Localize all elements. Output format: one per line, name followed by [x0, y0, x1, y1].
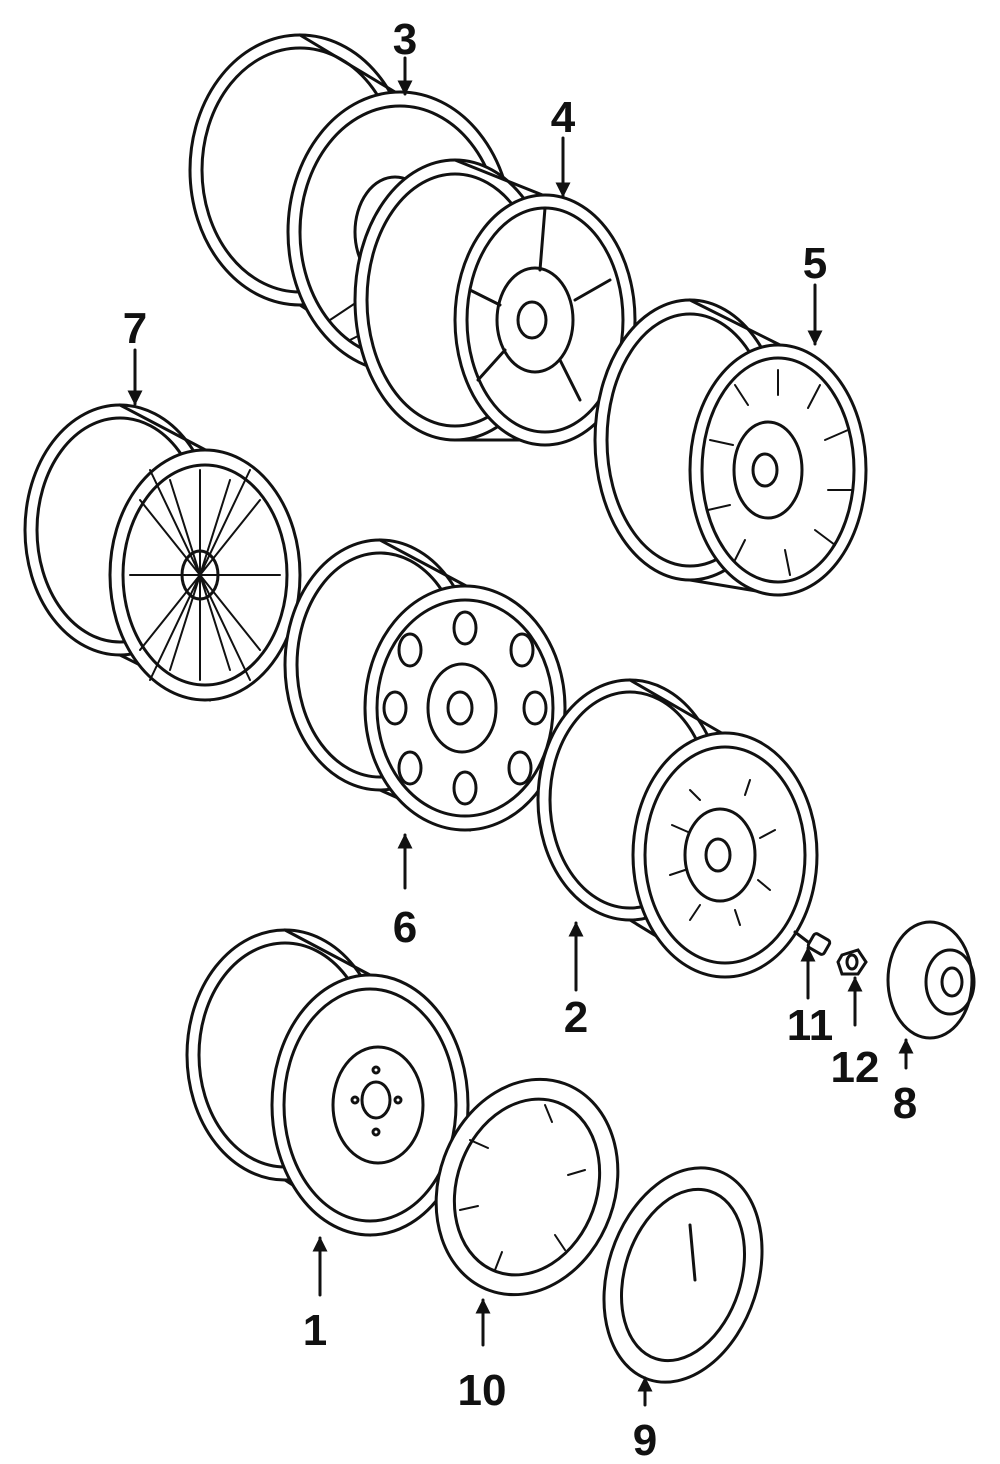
wheel-5 — [593, 298, 868, 597]
callout-6: 6 — [393, 903, 417, 952]
callout-12: 12 — [831, 1043, 880, 1092]
callout-3: 3 — [393, 15, 417, 64]
callout-4: 4 — [551, 93, 576, 142]
wheel-4 — [353, 158, 637, 447]
callout-10: 10 — [458, 1366, 507, 1415]
callout-9: 9 — [633, 1416, 657, 1464]
leader-arrows — [127, 56, 914, 1407]
lug-nut-12 — [836, 948, 868, 976]
trim-ring-10 — [434, 1077, 620, 1297]
wheel-7 — [23, 403, 302, 702]
callout-1: 1 — [303, 1306, 327, 1355]
wheel-6 — [283, 538, 567, 832]
callout-5: 5 — [803, 239, 827, 288]
callout-7: 7 — [123, 304, 147, 353]
callout-11: 11 — [787, 1001, 834, 1050]
callout-8: 8 — [893, 1079, 917, 1128]
wheel-1 — [185, 928, 470, 1237]
wheel-2 — [536, 678, 819, 979]
callout-2: 2 — [564, 993, 588, 1042]
valve-stem-11 — [793, 930, 832, 956]
hub-cap-9 — [602, 1166, 764, 1384]
center-cap-8 — [886, 920, 976, 1040]
